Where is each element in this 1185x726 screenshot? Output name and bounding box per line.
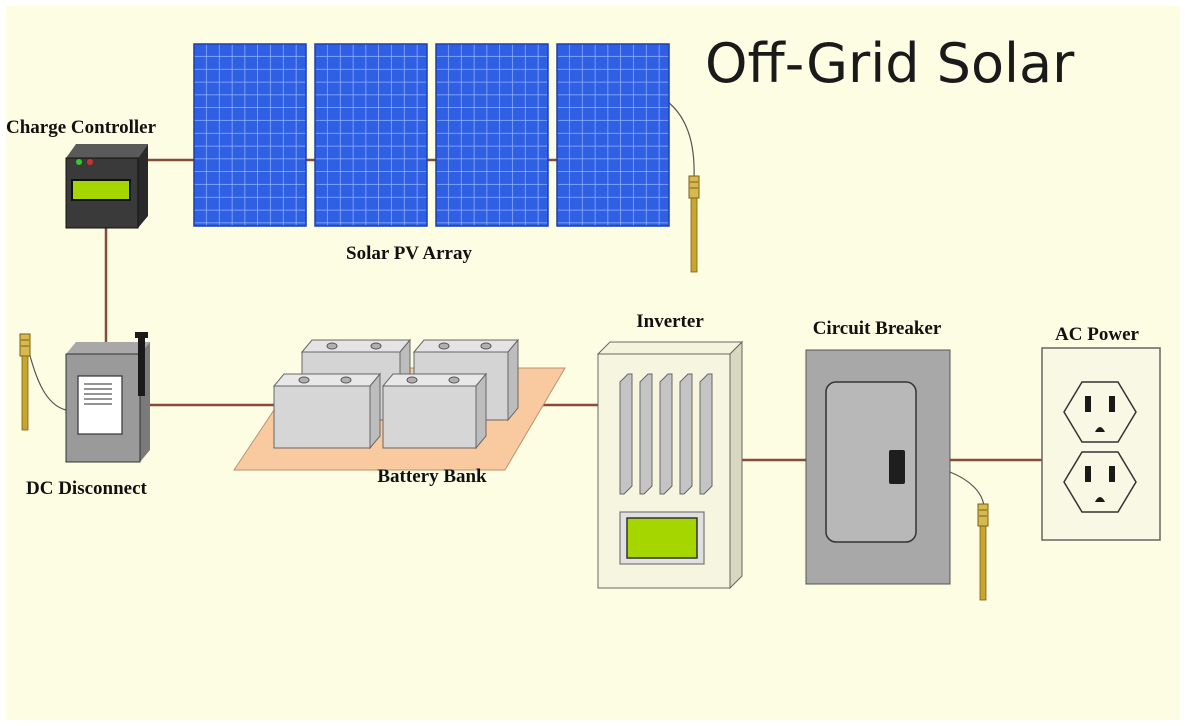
ground-rod-disconnect [19,333,31,431]
solar-pv-array [193,43,670,227]
circuit-breaker [805,349,951,585]
solar-panel-4 [556,43,670,227]
battery-front-left [272,372,382,450]
charge-controller [65,144,148,229]
solar-panel-2 [314,43,428,227]
controller-led-green [76,159,82,165]
breaker-door [825,381,917,543]
label-charge-controller: Charge Controller [6,117,157,138]
label-dc-disconnect: DC Disconnect [26,478,148,499]
disconnect-handle [138,336,145,396]
dc-disconnect [65,332,150,463]
outlet-socket-top [1063,381,1137,443]
controller-led-red [87,159,93,165]
breaker-latch [889,450,905,484]
label-battery-bank: Battery Bank [377,466,487,487]
outlet-socket-bottom [1063,451,1137,513]
diagram-title: Off-Grid Solar [705,32,1075,95]
inverter [596,340,744,590]
inverter-vents [619,373,713,495]
label-circuit-breaker: Circuit Breaker [813,318,942,339]
ground-rod-breaker [977,503,989,601]
label-inverter: Inverter [636,311,704,332]
label-solar-pv-array: Solar PV Array [346,243,472,264]
wiring [104,158,1042,462]
inverter-lcd [626,517,698,559]
ground-lead-breaker [949,471,985,507]
ground-leads [27,101,985,507]
battery-bank [233,338,566,471]
ac-power-outlet [1041,347,1161,541]
ground-lead-array [667,101,695,179]
disconnect-window [77,375,123,435]
solar-panel-3 [435,43,549,227]
ground-rod-array [688,175,700,273]
ground-lead-disconnect [27,347,67,411]
solar-panel-1 [193,43,307,227]
controller-lcd [71,179,131,201]
battery-front-right [381,372,488,450]
label-ac-power: AC Power [1055,324,1139,345]
